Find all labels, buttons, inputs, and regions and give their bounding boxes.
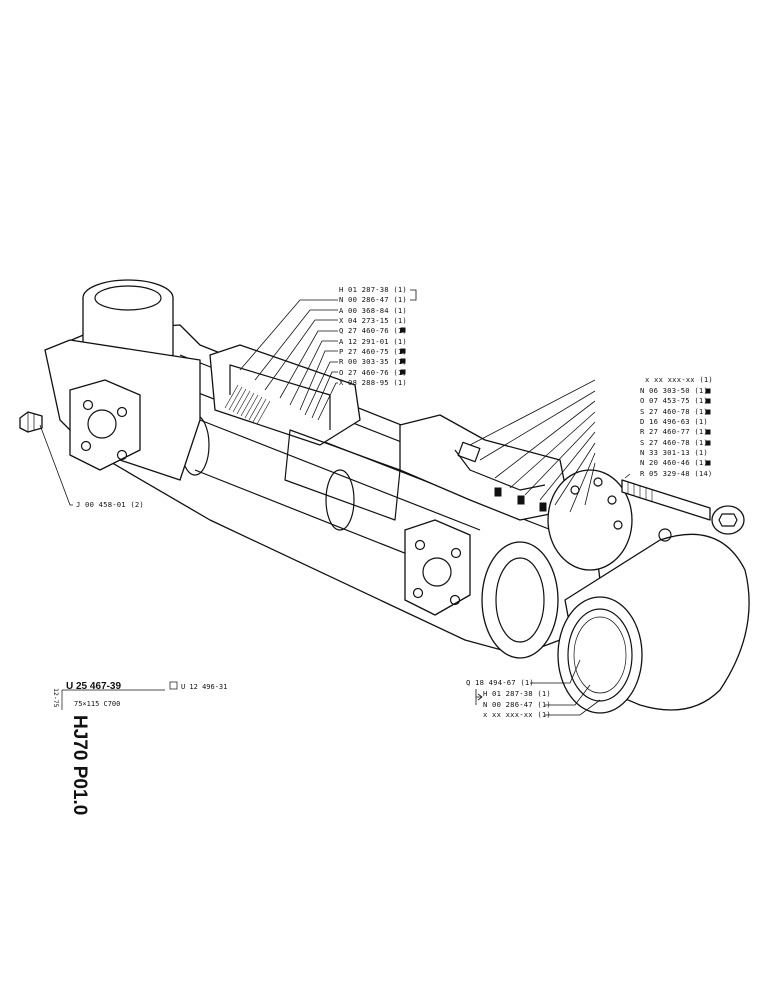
callout-top-5: Q 27 460-76 (1) bbox=[339, 326, 407, 335]
thread-section bbox=[224, 384, 271, 425]
callout-top-10: X 08 288-95 (1) bbox=[339, 378, 407, 387]
callout-right-4: S 27 460-78 (1) bbox=[640, 407, 708, 416]
part-description: 75×115 C700 bbox=[74, 700, 120, 708]
callout-right-2: N 06 303-50 (1) bbox=[640, 386, 708, 395]
leader-lines bbox=[39, 289, 631, 716]
callouts-top: H 01 287-38 (1) N 00 286-47 (1) A 00 368… bbox=[339, 285, 407, 387]
callout-right-1: x xx xxx-xx (1) bbox=[645, 375, 713, 384]
callouts-right: x xx xxx-xx (1) N 06 303-50 (1) O 07 453… bbox=[640, 375, 713, 478]
callout-top-6: A 12 291-01 (1) bbox=[339, 337, 407, 346]
callout-top-2: N 00 286-47 (1) bbox=[339, 295, 407, 304]
rod-eye bbox=[557, 528, 750, 714]
drawing-code: HJ70 P01.0 bbox=[69, 715, 90, 815]
callout-bottom-1: Q 18 494-67 (1) bbox=[466, 678, 534, 687]
callout-right-8: N 33 301-13 (1) bbox=[640, 448, 708, 457]
callout-bottom-2: H 01 287-38 (1) bbox=[483, 689, 551, 698]
callout-top-1: H 01 287-38 (1) bbox=[339, 285, 407, 294]
callout-right-6: R 27 460-77 (1) bbox=[640, 427, 708, 436]
callout-top-4: X 04 273-15 (1) bbox=[339, 316, 407, 325]
checkbox-square-icon bbox=[169, 681, 178, 690]
callout-top-9: O 27 460-76 (1) bbox=[339, 368, 407, 377]
callout-right-9: N 20 460-46 (1) bbox=[640, 458, 708, 467]
callout-right-7: S 27 460-78 (1) bbox=[640, 438, 708, 447]
part-number: U 25 467-39 bbox=[66, 681, 121, 692]
callout-bottom-3: N 00 286-47 (1) bbox=[483, 700, 551, 709]
alt-reference: U 12 496-31 bbox=[181, 683, 227, 691]
title-block: HJ70 P01.0 12-75 U 25 467-39 U 12 496-31… bbox=[52, 681, 227, 815]
callout-right-5: D 16 496-63 (1) bbox=[640, 417, 708, 426]
callout-top-8: R 00 303-35 (1) bbox=[339, 357, 407, 366]
callouts-bottom: Q 18 494-67 (1) H 01 287-38 (1) N 00 286… bbox=[466, 678, 551, 719]
callout-right-3: O 07 453-75 (1) bbox=[640, 396, 708, 405]
callout-top-7: P 27 460-75 (1) bbox=[339, 347, 407, 356]
callout-right-10: R 05 329-48 (14) bbox=[640, 469, 712, 478]
cap-screw bbox=[621, 479, 745, 535]
drawing-date: 12-75 bbox=[52, 688, 60, 708]
grease-nipple bbox=[19, 411, 43, 433]
cylinder-illustration bbox=[19, 279, 750, 714]
callout-top-3: A 00 368-84 (1) bbox=[339, 306, 407, 315]
callout-left: J 00 458-01 (2) bbox=[76, 500, 144, 509]
callout-bottom-4: x xx xxx-xx (1) bbox=[483, 710, 551, 719]
